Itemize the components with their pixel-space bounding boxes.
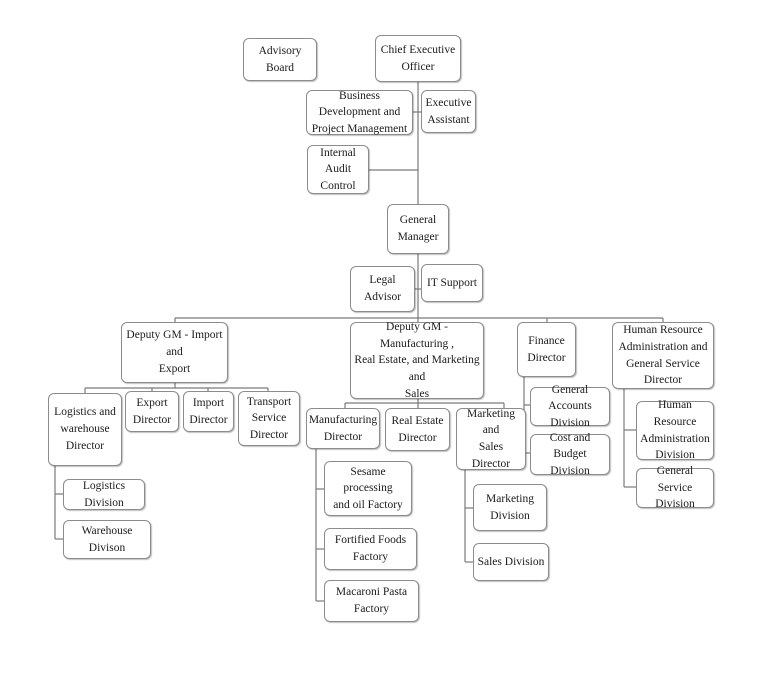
transport-director-box: Transport Service Director — [238, 391, 300, 446]
finance-director-box: Finance Director — [517, 322, 576, 377]
ceo-box: Chief Executive Officer — [375, 35, 461, 82]
marketing-division-box: Marketing Division — [473, 484, 547, 531]
cost-budget-box: Cost and Budget Division — [530, 432, 610, 477]
legal-advisor-label: Legal Advisor — [363, 274, 402, 303]
hr-director-box: Human Resource Administration and Genera… — [612, 322, 714, 389]
hr-division-label: Human Resource Administration Division — [640, 399, 710, 462]
marketing-division-label: Marketing Division — [486, 492, 534, 522]
logistics-director-label: Logistics and warehouse Director — [54, 406, 116, 452]
warehouse-division-box: Warehouse Divison — [63, 520, 151, 559]
hr-division-box: Human Resource Administration Division — [636, 399, 714, 461]
real-estate-director-label: Real Estate Director — [391, 414, 444, 444]
export-director-label: Export Director — [132, 396, 172, 426]
sales-division-box: Sales Division — [473, 543, 549, 581]
export-director-box: Export Director — [125, 391, 179, 432]
general-accounts-box: General Accounts Division — [530, 384, 610, 429]
cost-budget-label: Cost and Budget Division — [549, 431, 591, 477]
macaroni-factory-label: Macaroni Pasta Factory — [335, 586, 408, 615]
internal-audit-box: Internal Audit Control — [307, 145, 369, 194]
finance-director-label: Finance Director — [527, 334, 566, 364]
deputy-import-export-box: Deputy GM - Import and Export — [121, 322, 228, 383]
import-director-label: Import Director — [189, 396, 228, 426]
general-service-division-box: General Service Division — [636, 465, 714, 510]
marketing-sales-director-box: Marketing and Sales Director — [456, 408, 526, 470]
business-development-label: Business Development and Project Managem… — [311, 89, 408, 135]
general-service-division-label: General Service Division — [655, 465, 695, 511]
it-support-box: IT Support — [421, 264, 483, 302]
business-development-box: Business Development and Project Managem… — [306, 90, 413, 135]
advisory-board-label: Advisory Board — [258, 44, 302, 74]
ceo-label: Chief Executive Officer — [380, 43, 456, 73]
marketing-sales-director-label: Marketing and Sales Director — [467, 407, 515, 470]
macaroni-factory-box: Macaroni Pasta Factory — [324, 580, 419, 622]
general-accounts-label: General Accounts Division — [548, 383, 592, 429]
executive-assistant-box: Executive Assistant — [421, 90, 476, 133]
legal-advisor-box: Legal Advisor — [350, 266, 415, 312]
manufacturing-director-box: Manufacturing Director — [306, 408, 380, 449]
sesame-factory-label: Sesame processing and oil Factory — [333, 465, 403, 511]
executive-assistant-label: Executive Assistant — [425, 96, 472, 126]
manufacturing-director-label: Manufacturing Director — [308, 413, 378, 443]
real-estate-director-box: Real Estate Director — [385, 408, 450, 451]
logistics-division-box: Logistics Division — [63, 479, 145, 510]
it-support-label: IT Support — [427, 276, 477, 289]
general-manager-box: General Manager — [387, 204, 449, 254]
hr-director-label: Human Resource Administration and Genera… — [618, 324, 708, 387]
deputy-manufacturing-box: Deputy GM - Manufacturing , Real Estate,… — [350, 320, 484, 400]
fortified-foods-label: Fortified Foods Factory — [334, 534, 407, 563]
deputy-manufacturing-label: Deputy GM - Manufacturing , Real Estate,… — [354, 320, 480, 400]
logistics-division-label: Logistics Division — [82, 479, 126, 509]
general-manager-label: General Manager — [397, 214, 439, 243]
transport-director-label: Transport Service Director — [246, 395, 292, 441]
sales-division-label: Sales Division — [477, 555, 545, 568]
fortified-foods-box: Fortified Foods Factory — [324, 528, 417, 570]
sesame-factory-box: Sesame processing and oil Factory — [324, 461, 412, 516]
internal-audit-label: Internal Audit Control — [320, 146, 356, 192]
deputy-import-export-label: Deputy GM - Import and Export — [126, 329, 223, 375]
logistics-director-box: Logistics and warehouse Director — [48, 393, 122, 466]
advisory-board-box: Advisory Board — [243, 38, 317, 81]
import-director-box: Import Director — [183, 391, 234, 432]
warehouse-division-label: Warehouse Divison — [81, 524, 133, 554]
